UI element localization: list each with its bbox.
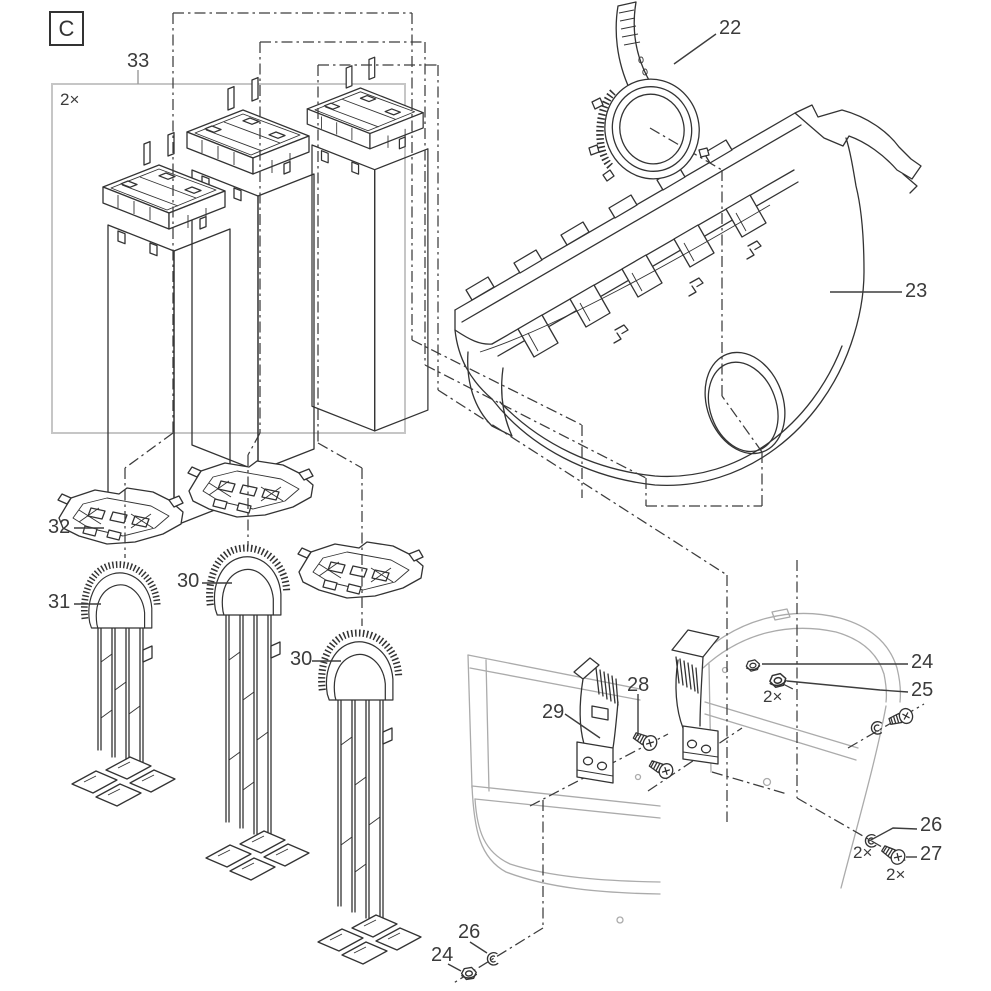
callout-26-right: 26	[920, 814, 943, 836]
callout-22: 22	[719, 17, 742, 39]
quantity-nuts: 2×	[763, 687, 783, 706]
leader-lines	[74, 33, 918, 972]
callout-24-bottom: 24	[431, 944, 454, 966]
callout-25: 25	[911, 679, 934, 701]
callout-33: 33	[127, 50, 150, 72]
tank-context-art	[467, 608, 902, 924]
callout-28: 28	[627, 674, 650, 696]
cleaning-combs	[71, 548, 422, 965]
callout-27: 27	[920, 843, 943, 865]
foam-cartridge-blocks	[102, 56, 429, 527]
callout-29: 29	[542, 701, 565, 723]
section-letter: C	[58, 15, 75, 41]
callout-31: 31	[48, 591, 71, 613]
callout-30-right: 30	[290, 648, 313, 670]
group-box-foam-set	[51, 70, 406, 434]
section-letter-box: C	[49, 11, 84, 46]
callout-23: 23	[905, 280, 928, 302]
callout-30-middle: 30	[177, 570, 200, 592]
fasteners-art	[460, 658, 916, 981]
quantity-washers: 2×	[853, 843, 873, 862]
bracket-clips-art	[573, 629, 720, 784]
quantity-screws: 2×	[886, 865, 906, 884]
callout-26-bottom: 26	[458, 921, 481, 943]
quantity-foam-set: 2×	[60, 90, 80, 109]
callout-24: 24	[911, 651, 934, 673]
housing-art	[454, 104, 922, 487]
clamp-ring-art	[588, 1, 710, 182]
callout-32: 32	[48, 516, 71, 538]
